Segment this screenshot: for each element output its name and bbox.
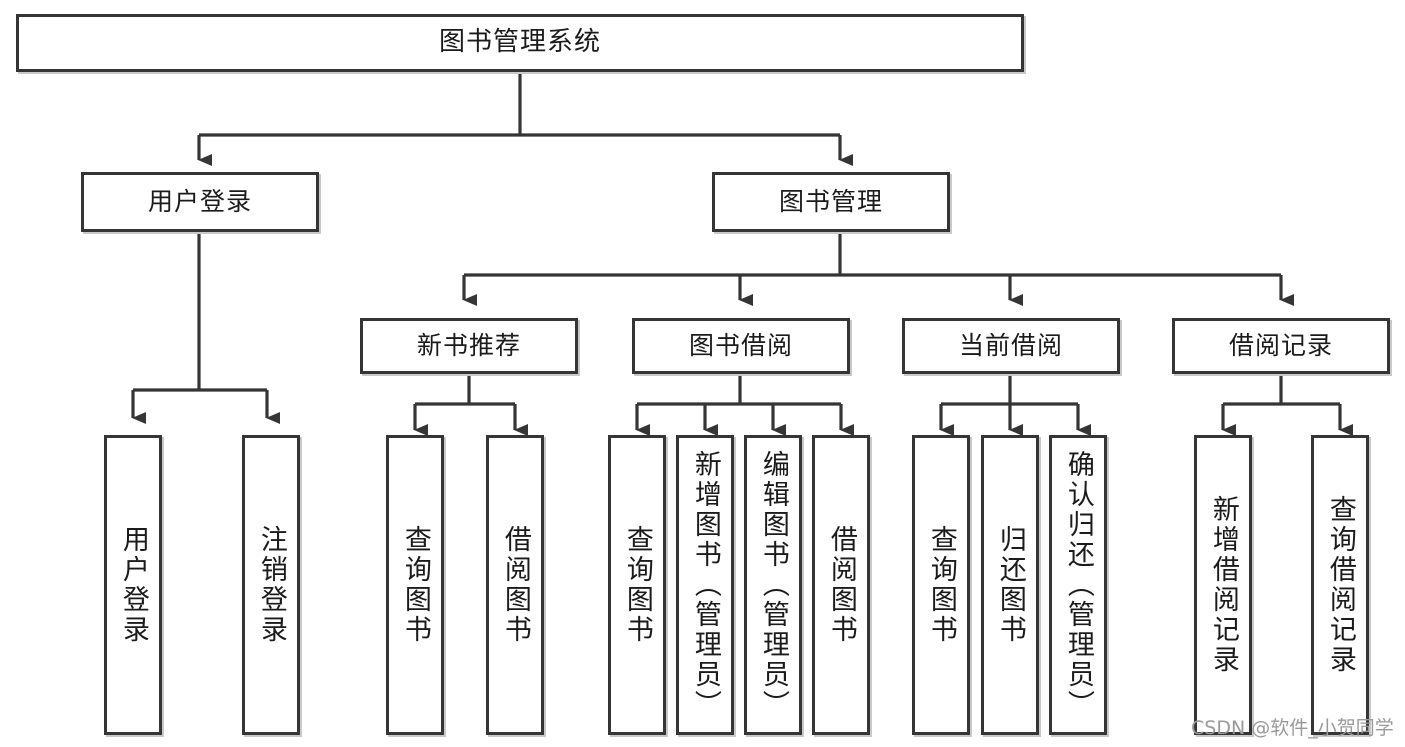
leaf-new-book-borrow[interactable]: 借阅图书: [486, 435, 544, 735]
leaf-borrow-record-query[interactable]: 查询借阅记录: [1311, 435, 1369, 735]
node-label: 确认归还（管理员）: [1062, 450, 1094, 720]
leaf-current-borrow-return[interactable]: 归还图书: [981, 435, 1039, 735]
node-label: 新书推荐: [416, 330, 521, 360]
node-label: 当前借阅: [958, 330, 1063, 360]
node-label: 用户登录: [147, 186, 252, 216]
node-new-book-recommend[interactable]: 新书推荐: [360, 318, 578, 374]
leaf-current-borrow-confirm-return[interactable]: 确认归还（管理员）: [1049, 435, 1107, 735]
leaf-user-login-signout[interactable]: 注销登录: [242, 435, 300, 735]
node-root-system[interactable]: 图书管理系统: [16, 14, 1024, 72]
node-label: 新增图书（管理员）: [689, 450, 721, 720]
leaf-book-borrow-edit[interactable]: 编辑图书（管理员）: [744, 435, 802, 735]
node-label: 图书管理: [778, 186, 883, 216]
node-label: 借阅图书: [825, 525, 857, 645]
leaf-current-borrow-query[interactable]: 查询图书: [912, 435, 970, 735]
node-label: 图书管理系统: [438, 27, 601, 58]
node-label: 查询图书: [925, 525, 957, 645]
node-book-borrow[interactable]: 图书借阅: [632, 318, 850, 374]
node-label: 图书借阅: [688, 330, 793, 360]
node-current-borrow[interactable]: 当前借阅: [902, 318, 1120, 374]
leaf-book-borrow-query[interactable]: 查询图书: [608, 435, 666, 735]
node-borrow-record[interactable]: 借阅记录: [1172, 318, 1390, 374]
leaf-new-book-query[interactable]: 查询图书: [386, 435, 444, 735]
node-label: 用户登录: [117, 525, 149, 645]
node-label: 借阅记录: [1228, 330, 1333, 360]
node-label: 查询借阅记录: [1324, 495, 1356, 675]
node-label: 注销登录: [255, 525, 287, 645]
node-label: 归还图书: [994, 525, 1026, 645]
node-label: 查询图书: [621, 525, 653, 645]
watermark: CSDN @软件_小贺同学: [1191, 717, 1394, 739]
node-label: 查询图书: [399, 525, 431, 645]
leaf-book-borrow-lend[interactable]: 借阅图书: [812, 435, 870, 735]
leaf-borrow-record-add[interactable]: 新增借阅记录: [1194, 435, 1252, 735]
node-label: 借阅图书: [499, 525, 531, 645]
node-book-management[interactable]: 图书管理: [712, 172, 950, 232]
leaf-book-borrow-add[interactable]: 新增图书（管理员）: [676, 435, 734, 735]
node-label: 新增借阅记录: [1207, 495, 1239, 675]
node-user-login[interactable]: 用户登录: [81, 172, 319, 232]
leaf-user-login-signin[interactable]: 用户登录: [104, 435, 162, 735]
node-label: 编辑图书（管理员）: [757, 450, 789, 720]
